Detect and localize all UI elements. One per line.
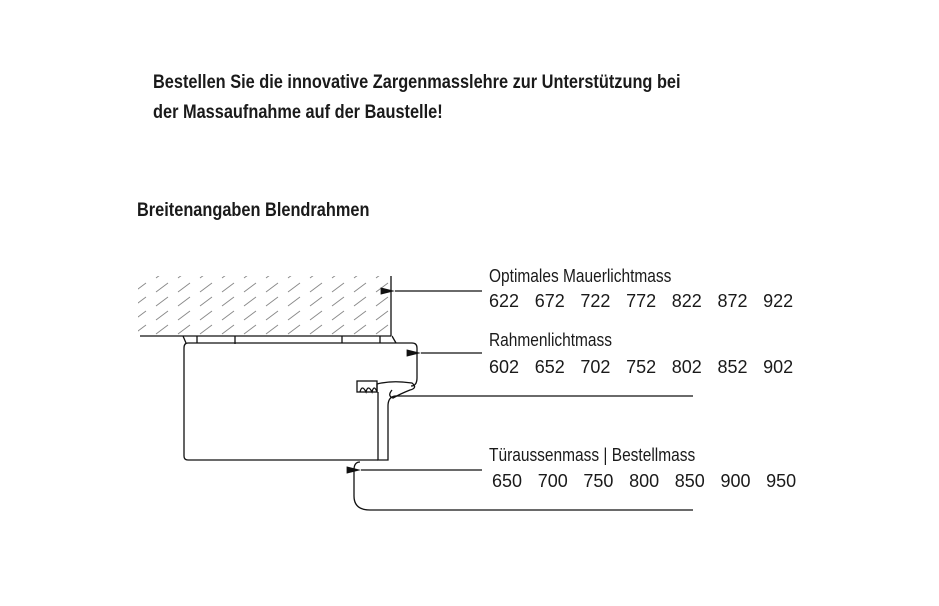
value: 850 bbox=[674, 471, 705, 491]
value: 772 bbox=[626, 291, 657, 311]
value: 750 bbox=[583, 471, 614, 491]
wall bbox=[138, 276, 392, 337]
intro-line-1: Bestellen Sie die innovative Zargenmassl… bbox=[153, 72, 681, 93]
value: 922 bbox=[763, 291, 794, 311]
value: 752 bbox=[626, 357, 657, 377]
values-rahmenlichtmass: 602 652 702 752 802 852 902 bbox=[489, 357, 809, 378]
value: 900 bbox=[720, 471, 751, 491]
value: 702 bbox=[580, 357, 611, 377]
label-mauerlichtmass: Optimales Mauerlichtmass bbox=[489, 266, 672, 286]
value: 722 bbox=[580, 291, 611, 311]
values-tueraussenmass: 650 700 750 800 850 900 950 bbox=[492, 471, 812, 492]
section-heading: Breitenangaben Blendrahmen bbox=[137, 200, 370, 221]
value: 872 bbox=[717, 291, 748, 311]
value: 800 bbox=[629, 471, 660, 491]
intro-line-2: der Massaufnahme auf der Baustelle! bbox=[153, 102, 443, 123]
frame-profile bbox=[182, 335, 693, 511]
label-rahmenlichtmass: Rahmenlichtmass bbox=[489, 330, 613, 350]
value: 650 bbox=[492, 471, 523, 491]
label-tueraussenmass: Türaussenmass | Bestellmass bbox=[489, 445, 696, 465]
value: 802 bbox=[671, 357, 702, 377]
value: 672 bbox=[534, 291, 565, 311]
values-mauerlichtmass: 622 672 722 772 822 872 922 bbox=[489, 291, 809, 312]
intro-text: Bestellen Sie die innovative Zargenmassl… bbox=[153, 68, 681, 128]
value: 652 bbox=[534, 357, 565, 377]
dimension-arrows bbox=[346, 287, 482, 474]
value: 902 bbox=[763, 357, 794, 377]
value: 602 bbox=[489, 357, 520, 377]
value: 622 bbox=[489, 291, 520, 311]
value: 950 bbox=[766, 471, 797, 491]
value: 852 bbox=[717, 357, 748, 377]
value: 700 bbox=[537, 471, 568, 491]
value: 822 bbox=[671, 291, 702, 311]
